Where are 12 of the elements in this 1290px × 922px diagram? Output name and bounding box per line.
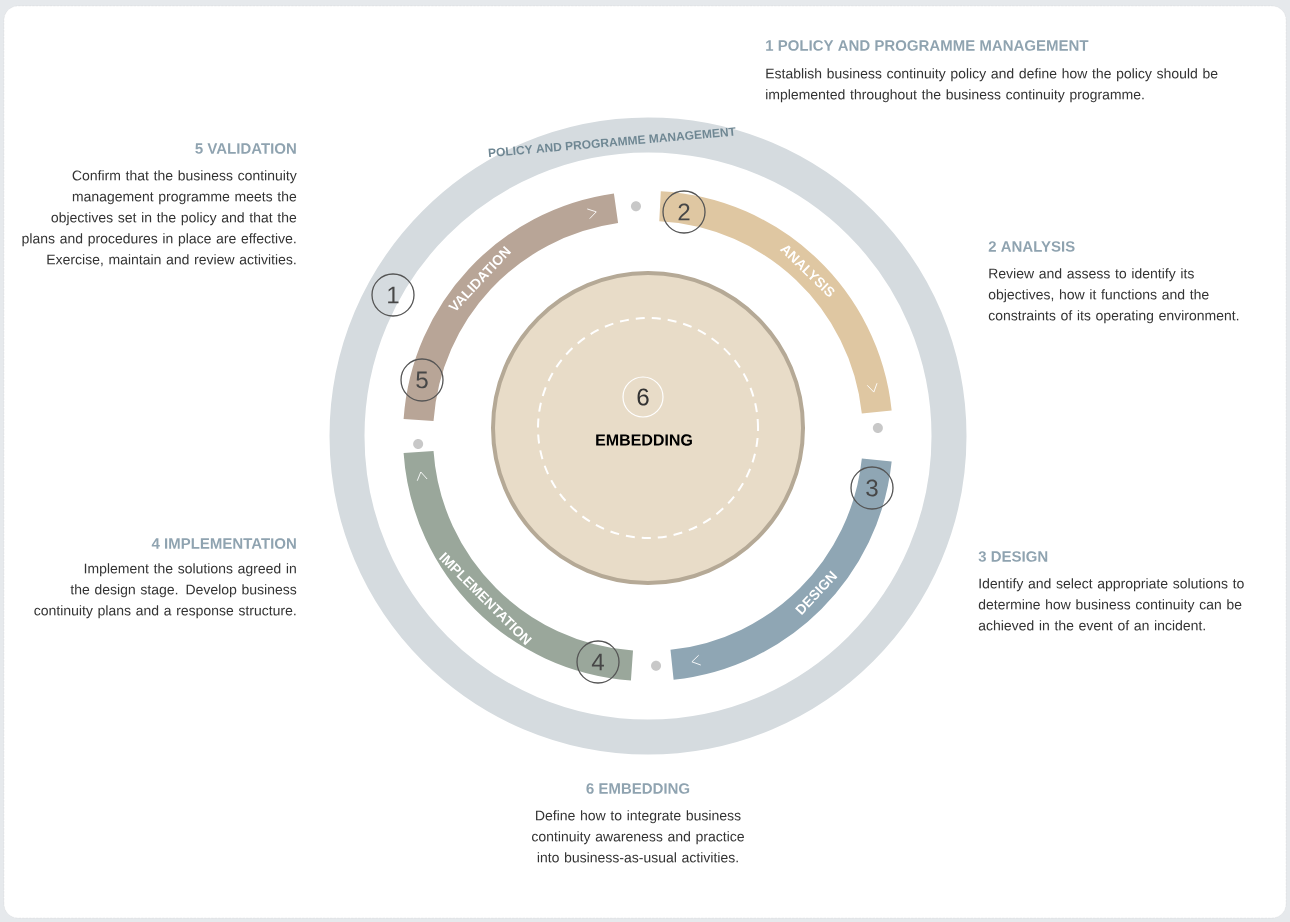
description: Identify and select appropriate solutions to determine how business continuity can be achieved in the event of an incident. [978, 578, 1244, 631]
heading: 3 DESIGN [978, 551, 1048, 562]
heading: 1 POLICY AND PROGRAMME MANAGEMENT [766, 40, 1089, 51]
heading: 6 EMBEDDING [586, 783, 690, 794]
description: Confirm that the business continuity management programme meets the objectives set in the policy and that the plans and procedures in place are effective. Exercise, maintain and review activities. [22, 170, 297, 267]
description: Define how to integrate business continuity awareness and practice into business-as-usual activities. [532, 810, 744, 863]
heading: 5 VALIDATION [195, 143, 296, 154]
heading: 2 ANALYSIS [988, 241, 1075, 252]
description: Establish business continuity policy and define how the policy should be implemented throughout the business continuity programme. [766, 68, 1218, 103]
description: Implement the solutions agreed in the design stage. Develop business continuity plans and a response structure. [34, 563, 297, 619]
heading: 4 IMPLEMENTATION [151, 538, 296, 549]
description: Review and assess to identify its objectives, how it functions and the constraints of its operating environment. [988, 268, 1239, 324]
